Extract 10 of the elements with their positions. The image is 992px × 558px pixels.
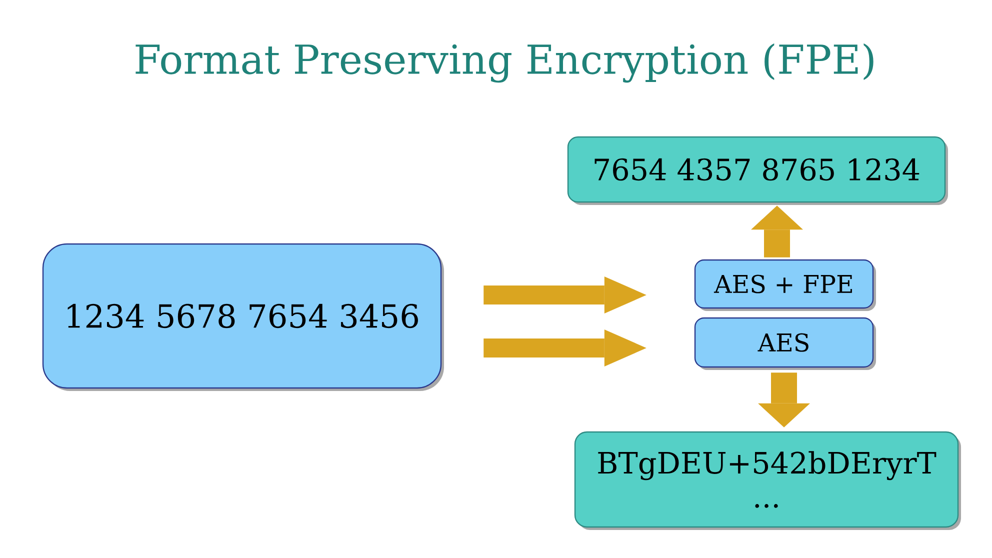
algorithm-box: AES [694, 317, 876, 370]
block-arrow [484, 276, 646, 314]
block-arrow [751, 206, 803, 258]
output-box: BTgDEU+542bDEryrT ... [574, 431, 961, 530]
algorithm-box: AES + FPE [694, 259, 876, 311]
input-box: 1234 5678 7654 3456 [42, 243, 444, 391]
output-box: 7654 4357 8765 1234 [567, 136, 948, 205]
block-arrow [484, 330, 646, 366]
block-arrow [758, 372, 810, 428]
title: Format Preserving Encryption (FPE) [136, 43, 874, 83]
